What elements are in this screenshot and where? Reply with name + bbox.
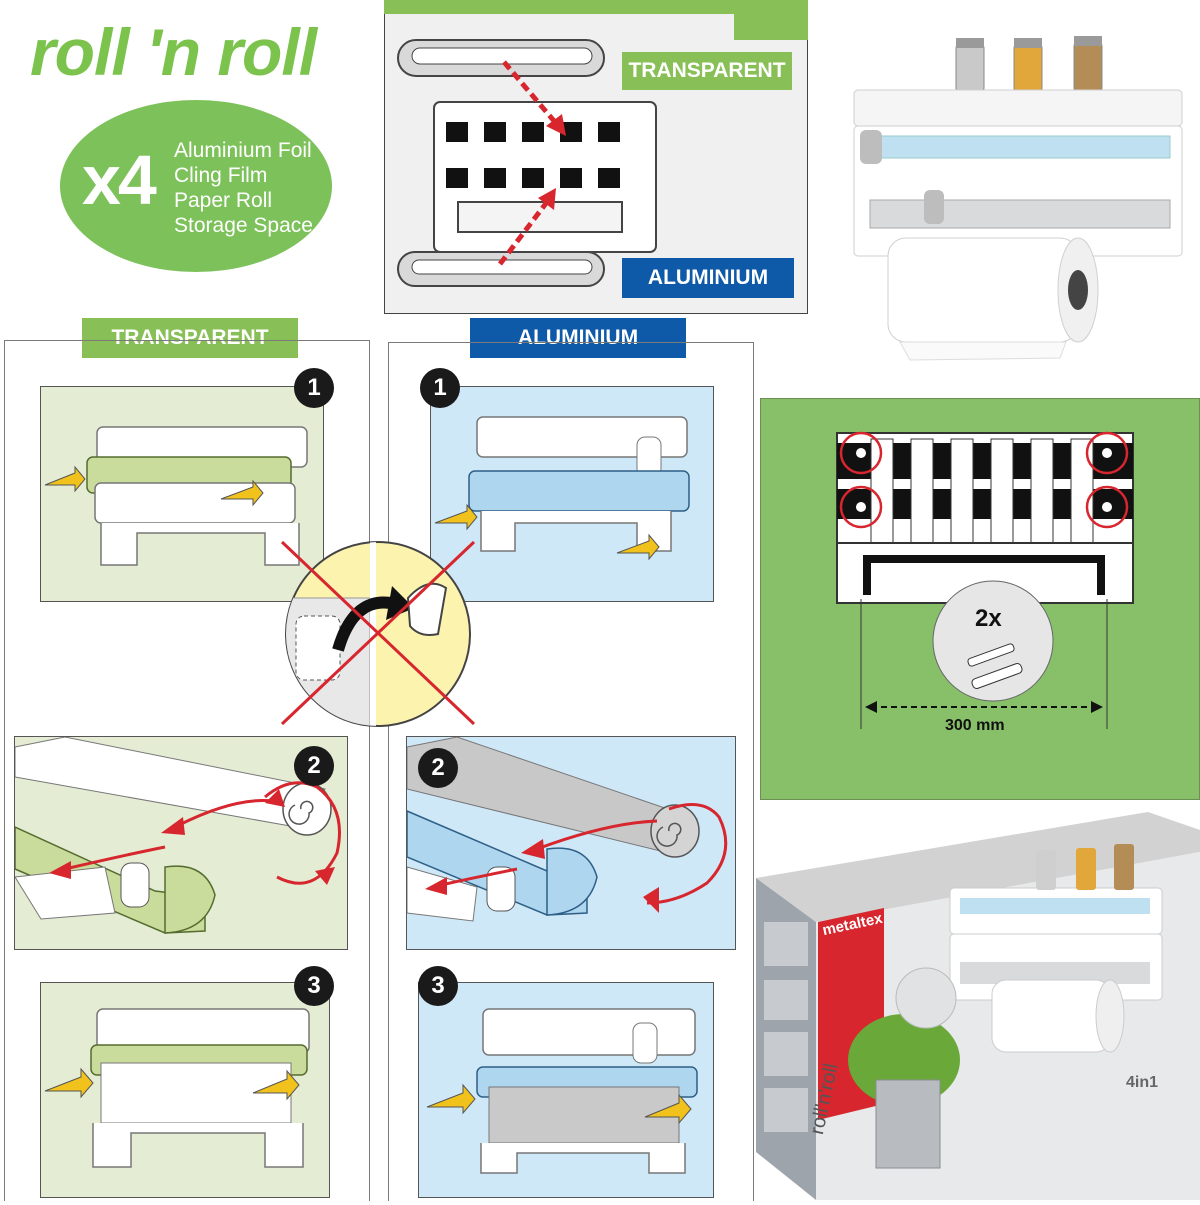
aluminium-step-1 [430,386,714,602]
warning-svg [280,540,476,727]
features-list: Aluminium Foil Cling Film Paper Roll Sto… [174,138,313,238]
aluminium-step-3-illustration [426,1008,698,1174]
feature-item: Paper Roll [174,189,273,212]
column-header-transparent: TRANSPARENT [82,318,298,358]
feature-item: Cling Film [174,164,268,187]
brand-title: roll 'n roll [30,15,317,89]
retail-box: metaltex roll'n'roll 4in1 [756,812,1200,1200]
transparent-column-frame [4,340,370,1201]
product-photo-illustration [853,36,1183,361]
mounting-distance: 300 mm [945,717,1005,734]
feature-item: Aluminium Foil [174,139,312,162]
column-header-aluminium: ALUMINIUM [470,318,686,358]
warning-illustration [278,538,478,728]
transparent-step-2 [14,736,348,950]
feature-item: Storage Space [174,214,313,237]
mounting-illustration [836,431,1134,729]
top-label-aluminium: ALUMINIUM [622,258,794,298]
product-photo [840,30,1190,370]
aluminium-column-frame [388,342,754,1201]
step-number-badge: 3 [294,966,334,1006]
aluminium-step-2-illustration [406,736,728,922]
step-number-badge: 1 [420,368,460,408]
box-badge: 4in1 [1126,1074,1159,1091]
step-number-badge: 3 [418,966,458,1006]
screws-count: 2x [975,605,1002,632]
transparent-step-2-illustration [14,736,341,934]
step-number-badge: 2 [294,746,334,786]
aluminium-step-3 [418,982,714,1198]
retail-box-illustration [756,812,1200,1200]
aluminium-step-1-illustration [434,416,690,561]
mounting-panel: 2x 300 mm [760,398,1200,800]
top-diagram: TRANSPARENT ALUMINIUM [383,0,809,315]
step-number-badge: 1 [294,368,334,408]
transparent-step-3 [40,982,330,1198]
transparent-step-3-illustration [44,1008,310,1168]
top-label-transparent: TRANSPARENT [622,52,792,90]
spice-jars [955,36,1103,93]
features-bubble [60,100,332,272]
step-number-badge: 2 [418,748,458,788]
transparent-step-1-illustration [44,426,308,566]
aluminium-step-2 [406,736,736,950]
multiplier-text: x4 [82,141,157,219]
transparent-step-1 [40,386,324,602]
